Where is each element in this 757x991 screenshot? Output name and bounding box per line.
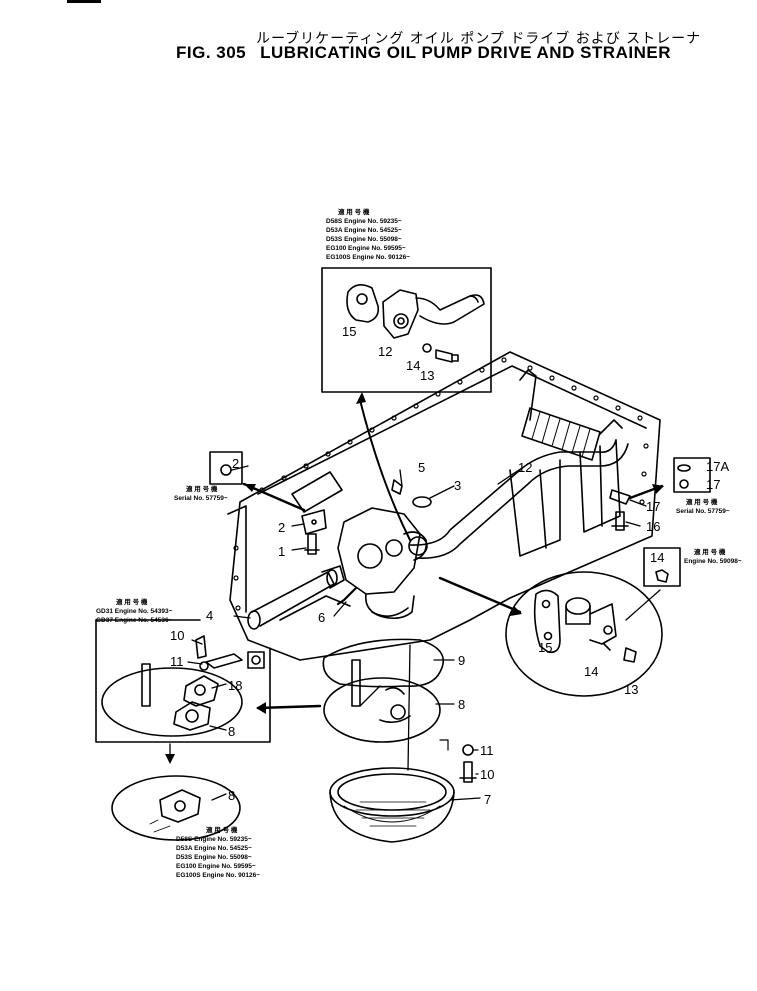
strainer-plate-center [322,638,445,771]
callout-15-right: 15 [538,640,552,655]
callout-12-top: 12 [378,344,392,359]
figure-title-japanese: ルーブリケーティング オイル ポンプ ドライブ および ストレーナ [256,31,702,47]
note-header: 適 用 号 機 [338,207,370,216]
callout-4: 4 [206,608,213,623]
note-line: GD37 Engine No. 54536~ [96,617,173,624]
callout-1: 1 [278,544,285,559]
note-line: GD31 Engine No. 54393~ [96,608,173,615]
bolt-10 [459,761,477,783]
figure-title-english: LUBRICATING OIL PUMP DRIVE AND STRAINER [260,43,671,62]
small-box-14 [643,547,681,587]
bolt-16-part [611,511,629,531]
callout-5: 5 [418,460,425,475]
callout-14-right: 14 [584,664,598,679]
inset-strainer-detail [95,619,271,743]
o-ring [412,496,432,508]
note-line: Serial No. 57759~ [174,495,228,502]
note-header: 適 用 号 機 [116,597,148,606]
callout-8-left: 8 [228,724,235,739]
spring [336,586,358,606]
oil-pump [301,507,428,620]
note-header: 適 用 号 機 [686,497,718,506]
callout-11-left: 11 [170,654,184,669]
leader-lines [169,399,664,801]
callout-12: 12 [518,460,532,475]
note-line: D53A Engine No. 54525~ [326,227,402,234]
note-line: EG100 Engine No. 59595~ [326,245,406,252]
callout-18: 18 [228,678,242,693]
callout-13-right: 13 [624,682,638,697]
oil-pipe [409,369,629,560]
note-line: EG100S Engine No. 90126~ [326,254,410,261]
note-bottom: 適 用 号 機 D58S Engine No. 59235~ D53A Engi… [176,825,260,879]
callout-11: 11 [480,743,494,758]
note-right-bracket: 適 用 号 機 Serial No. 57759~ [676,497,730,515]
callout-6: 6 [318,610,325,625]
note-right-nut: 適 用 号 機 Engine No. 59098~ [684,547,742,565]
arrow-heads [165,392,664,764]
callout-3: 3 [454,478,461,493]
note-line: D58S Engine No. 59235~ [326,218,402,225]
note-line: D58S Engine No. 59235~ [176,836,252,843]
leader-line-bowl [439,739,449,751]
note-left-bracket: 適 用 号 機 Serial No. 57759~ [174,484,228,502]
callout-7: 7 [484,792,491,807]
note-line: D53S Engine No. 55098~ [326,236,402,243]
callout-10: 10 [480,767,494,782]
callout-17-box: 17 [706,477,720,492]
callout-13-top: 13 [420,368,434,383]
note-line: Serial No. 57759~ [676,508,730,515]
strainer-bowl [329,767,455,843]
callout-15-top: 15 [342,324,356,339]
callout-14-box: 14 [650,550,664,565]
callout-2-box: 2 [232,456,239,471]
small-box-17 [673,457,711,493]
inset-circle-detail [505,571,663,697]
page-corner-mark [67,0,101,3]
note-line: EG100S Engine No. 90126~ [176,872,260,879]
callout-14-top: 14 [406,358,420,373]
note-top-inset: 適 用 号 機 D58S Engine No. 59235~ D53A Engi… [326,207,410,261]
bolt-5-part [391,479,403,495]
note-header: 適 用 号 機 [186,484,218,493]
strainer-plate-lower [111,775,241,841]
inset-pipe-detail [321,267,492,393]
callout-9: 9 [458,653,465,668]
bracket-17-part [609,489,631,505]
figure-number: FIG. 305 [176,43,247,62]
callout-8-lower: 8 [228,788,235,803]
note-header: 適 用 号 機 [206,825,238,834]
figure-title: FIG. 305 LUBRICATING OIL PUMP DRIVE AND S… [176,43,671,63]
callout-17: 17 [646,499,660,514]
note-line: Engine No. 59098~ [684,558,742,565]
note-left-strainer: 適 用 号 機 GD31 Engine No. 54393~ GD37 Engi… [96,597,173,624]
callout-17A: 17A [706,459,729,474]
callout-2: 2 [278,520,285,535]
note-header: 適 用 号 機 [694,547,726,556]
callout-8-center: 8 [458,697,465,712]
callout-16: 16 [646,519,660,534]
washer-11 [462,744,474,756]
callout-10-left: 10 [170,628,184,643]
note-line: EG100 Engine No. 59595~ [176,863,256,870]
note-line: D53A Engine No. 54525~ [176,845,252,852]
note-line: D53S Engine No. 55098~ [176,854,252,861]
drive-shaft [247,565,345,630]
